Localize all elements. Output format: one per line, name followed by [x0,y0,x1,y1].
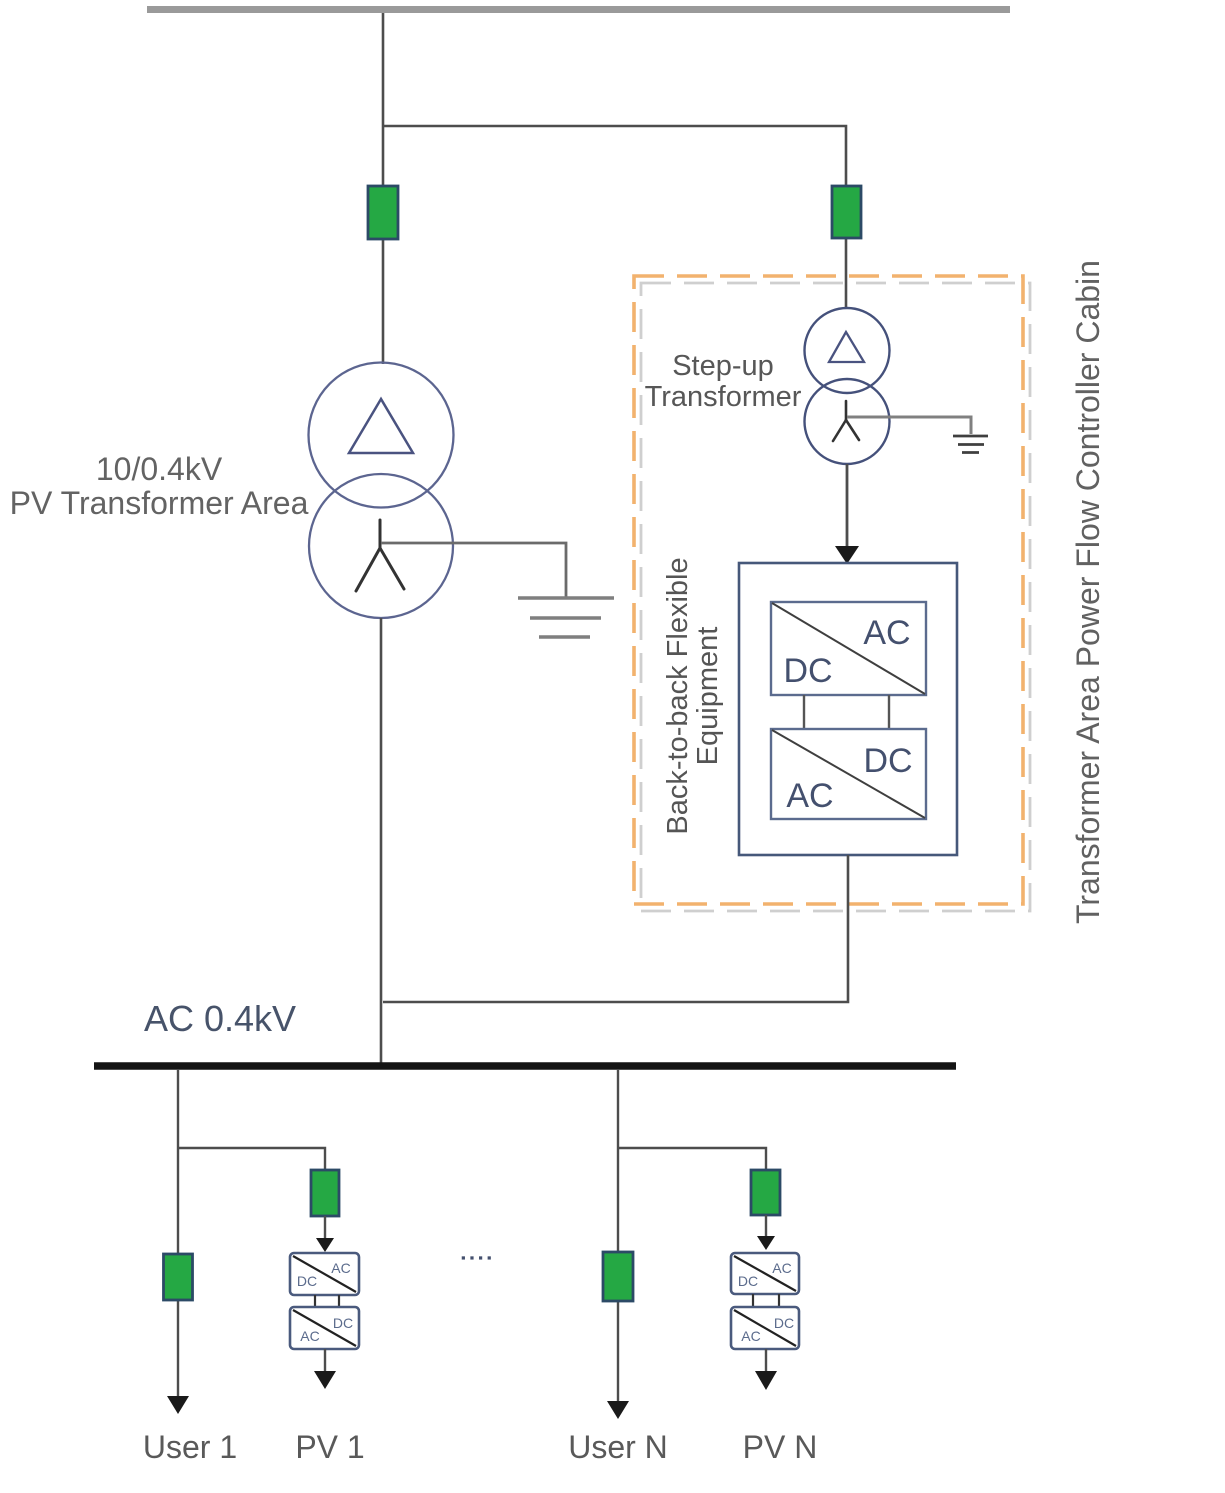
wye-leg-right [378,546,406,591]
delta-symbol [346,396,416,455]
delta-symbol-small [827,329,867,364]
continuation-dots: ▪▪▪▪ [461,1250,496,1265]
line-branch-to-stepup [383,124,848,309]
wye-symbol [354,518,406,593]
ground-left [381,541,614,639]
label-pv-area-line2: PV Transformer Area [9,484,309,521]
transformer-primary-winding [307,361,455,509]
feeder-usern [601,1069,635,1419]
label-pvn: PV N [742,1429,818,1465]
label-b2b-line1: Back-to-back Flexible [662,557,694,835]
breaker-user1 [162,1252,194,1302]
b2b-top-dc: DC [783,652,833,690]
pvn-bottom-dc: DC [773,1315,795,1331]
stepup-primary-winding [803,306,891,395]
ground-stepup [847,415,988,454]
label-stepup-line2: Transformer [644,380,802,413]
pvn-bottom-ac: AC [741,1328,761,1344]
feeder-user1 [162,1069,194,1414]
back-to-back-equipment [737,561,959,857]
breaker-left-feeder [366,184,400,241]
label-stepup-line1: Step-up [672,350,774,382]
arrowhead-user1 [167,1396,189,1414]
b2b-bottom-ac: AC [786,777,834,815]
wye-leg-left [354,546,382,593]
pv1-top-dc: DC [296,1273,318,1289]
line-pvn-branch [618,1146,768,1170]
b2b-converter-top-diagonal [771,602,926,695]
breaker-usern [601,1250,635,1303]
label-controller-cabin: Transformer Area Power Flow Controller C… [1070,260,1106,924]
pv1-top-ac: AC [331,1260,351,1276]
feeder-pvn [618,1146,801,1390]
label-b2b-line2: Equipment [692,626,725,766]
ground-left-lead [381,541,568,598]
arrowhead-pv1-out [314,1371,336,1389]
arrowhead-usern [607,1401,629,1419]
b2b-bottom-dc: DC [863,742,913,780]
cabin-boundary-shadow [639,281,1032,913]
arrowhead-into-b2b [835,546,859,564]
pv1-inverter-top-diagonal [292,1255,357,1293]
pv1-inverter-bottom-diagonal [292,1309,357,1347]
wye-leg-right-small [844,418,861,442]
wye-symbol-small [831,399,861,443]
line-b2b-to-bus [383,855,850,1004]
arrowhead-pvn-out [755,1371,777,1390]
b2b-converter-bottom-diagonal [771,729,926,819]
pv1-bottom-dc: DC [332,1315,354,1331]
b2b-top-ac: AC [863,614,911,652]
ground-stepup-lead [847,415,973,434]
pvn-top-dc: DC [737,1273,759,1289]
arrowhead-pvn-in [757,1236,775,1250]
label-usern: User N [568,1429,668,1465]
label-pv-area-line1: 10/0.4kV [95,451,223,487]
feeder-pv1 [178,1146,361,1389]
transformer-pv-area [307,361,455,620]
label-user1: User 1 [142,1429,238,1465]
label-pv1: PV 1 [295,1429,365,1465]
arrowhead-pv1-in [316,1238,334,1252]
breaker-pvn [749,1168,782,1217]
wye-leg-left-small [831,418,848,443]
pvn-inverter-bottom-diagonal [733,1309,797,1347]
pvn-top-ac: AC [772,1260,792,1276]
breaker-pv1 [309,1168,341,1218]
label-ac-bus: AC 0.4kV [143,998,297,1039]
cabin-boundary [632,274,1025,906]
pvn-inverter-top-diagonal [733,1255,797,1292]
line-pv1-branch [178,1146,327,1170]
pv1-bottom-ac: AC [300,1328,320,1344]
breaker-right-feeder [830,184,863,240]
